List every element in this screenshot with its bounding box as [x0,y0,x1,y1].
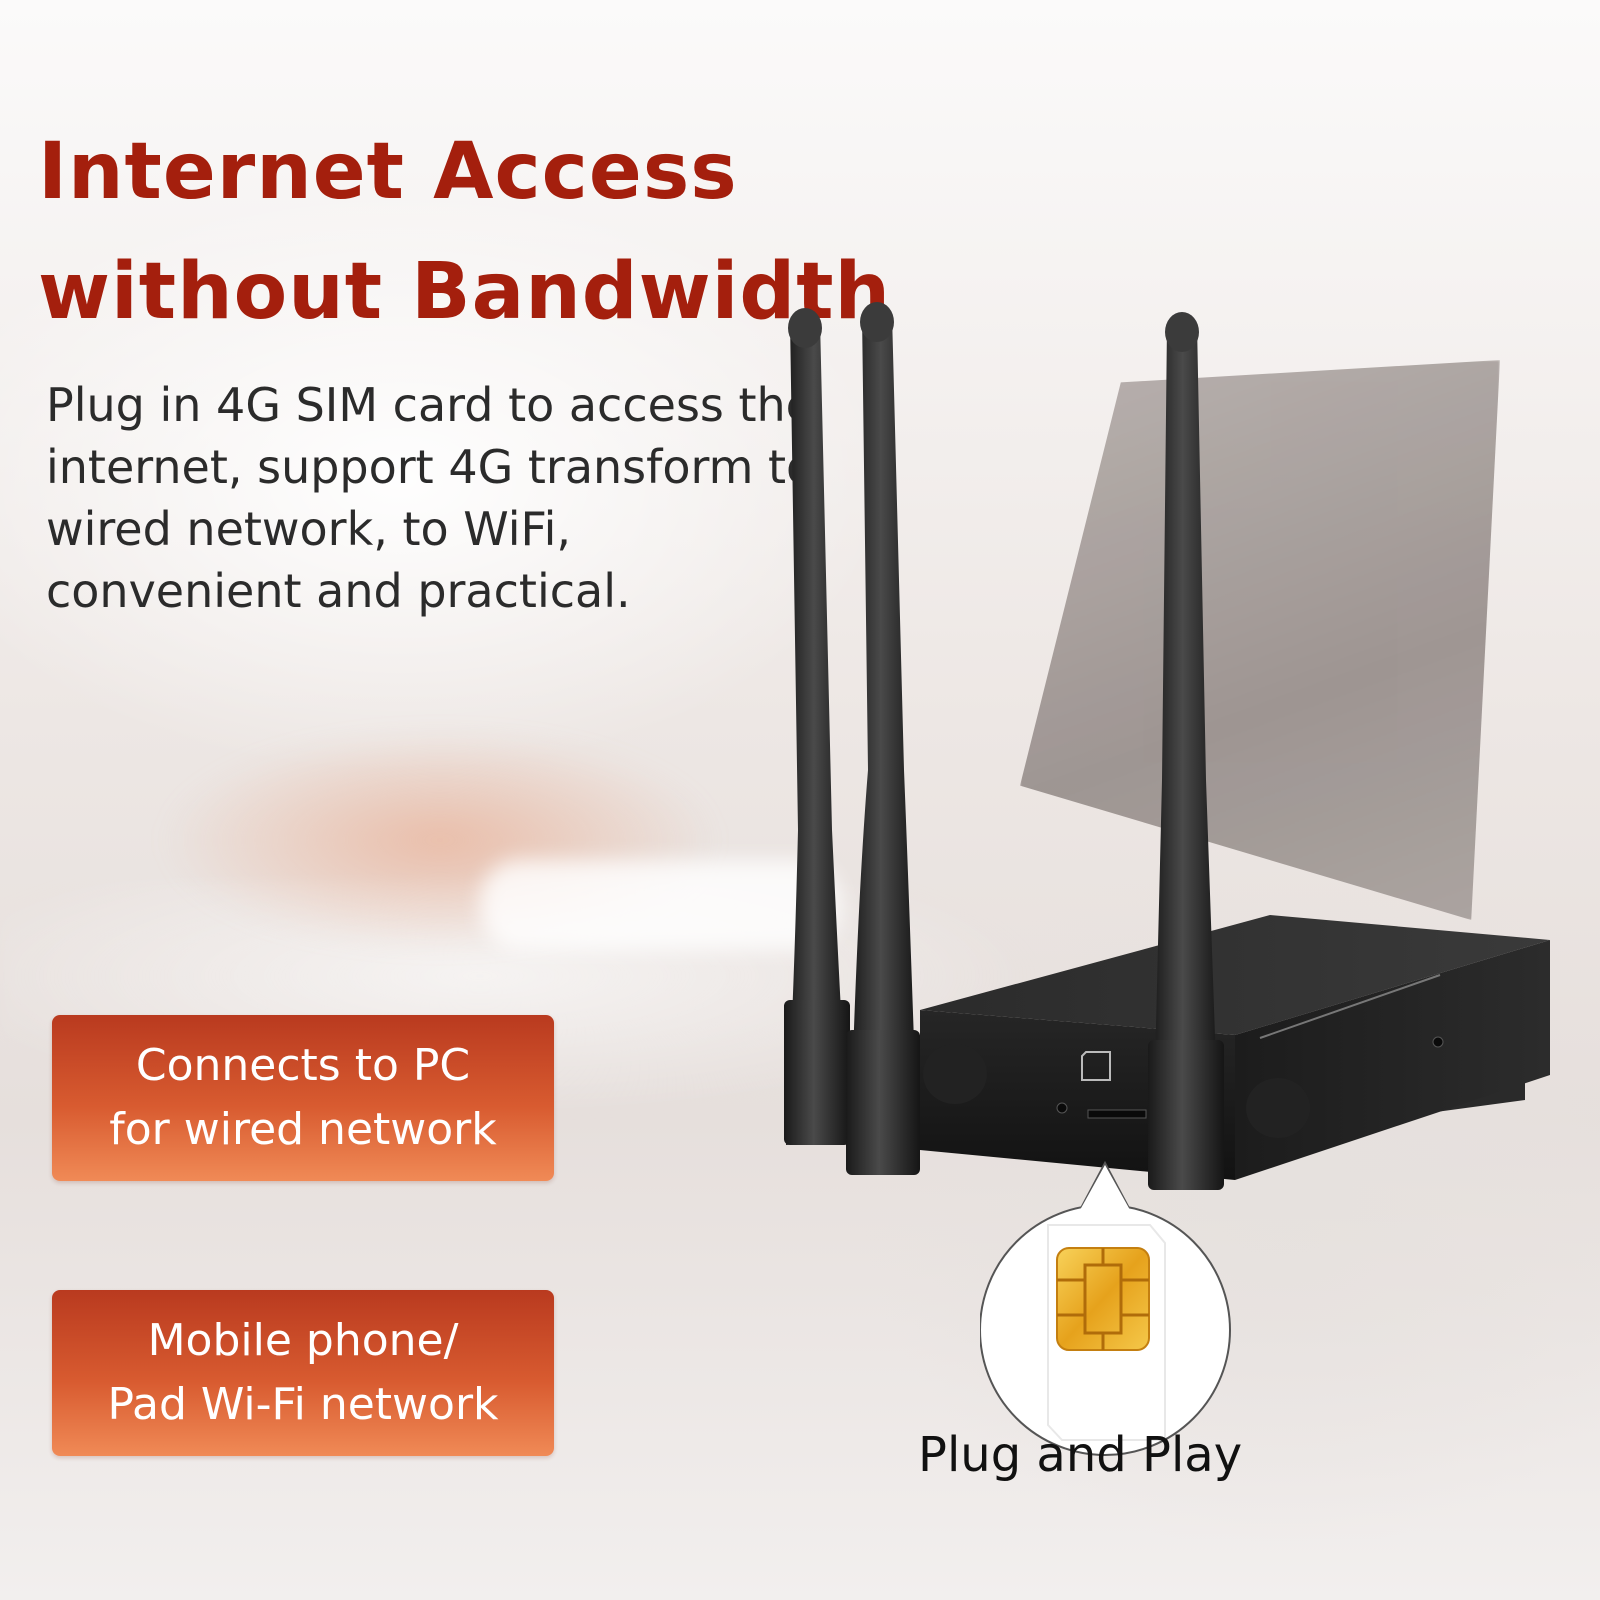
router-top [920,915,1550,1035]
headline-line-2: without Bandwidth [38,247,892,337]
antenna-icon [846,302,920,1175]
feature-badge-wifi: Mobile phone/ Pad Wi-Fi network [52,1290,554,1456]
blurred-keyboard [480,860,840,950]
plug-and-play-caption: Plug and Play [918,1427,1243,1483]
antenna-icon [1148,312,1224,1190]
router-side-panel [1235,940,1550,1180]
router-image [780,300,1580,1220]
sim-slot-icon [1081,1051,1111,1081]
sim-card-icon [1047,1224,1166,1441]
feature-wifi-line-2: Pad Wi-Fi network [107,1379,499,1430]
feature-wifi-line-1: Mobile phone/ [147,1315,459,1366]
headline-line-1: Internet Access [38,127,738,217]
feature-wired-line-2: for wired network [109,1104,497,1155]
feature-wired-line-1: Connects to PC [135,1040,471,1091]
headline: Internet Access without Bandwidth [38,112,891,352]
sim-card-callout [979,1155,1280,1485]
antenna-icon [784,308,850,1145]
feature-badge-wired: Connects to PC for wired network [52,1015,554,1181]
description-text: Plug in 4G SIM card to access the intern… [46,378,815,618]
